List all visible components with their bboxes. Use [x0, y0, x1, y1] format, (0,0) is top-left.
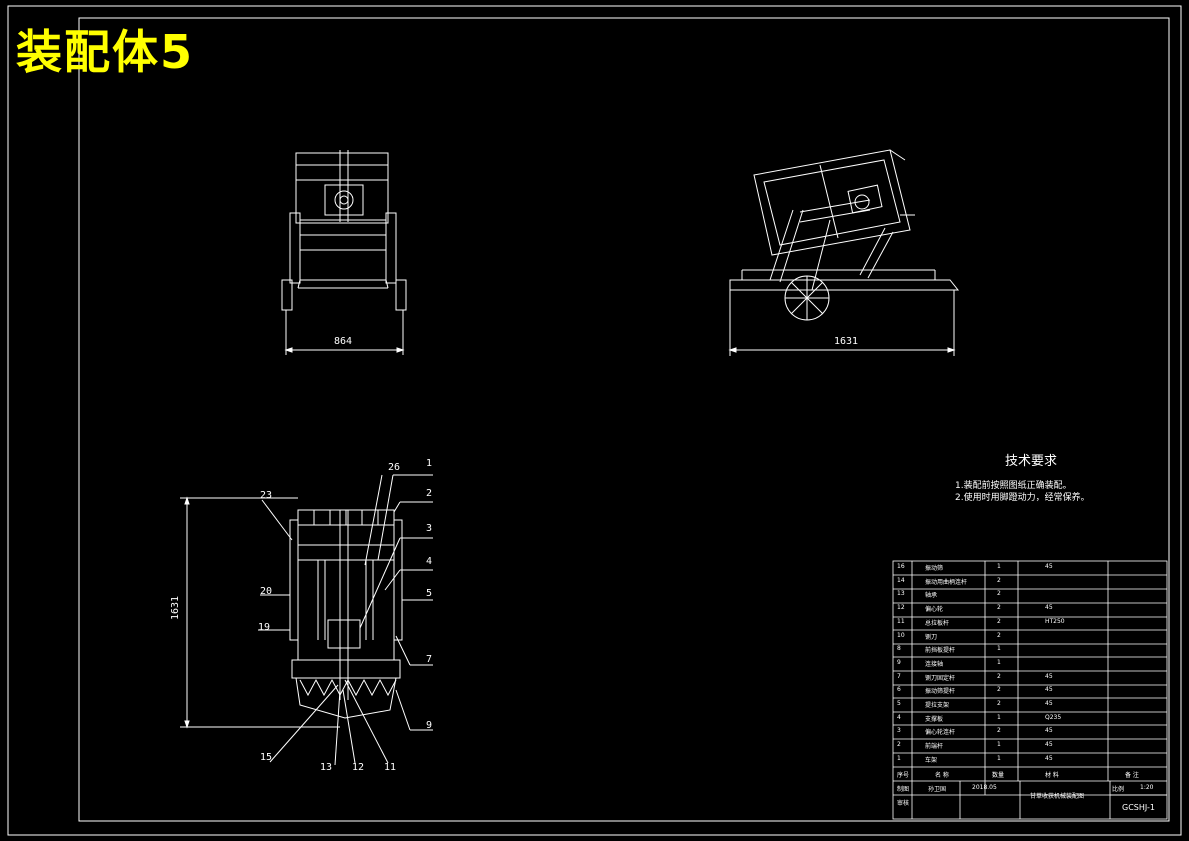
bom-cell: 45 — [1045, 741, 1053, 749]
bom-cell: 6 — [897, 686, 901, 694]
checker-label: 审核 — [897, 800, 910, 807]
leader-label: 5 — [426, 588, 433, 599]
bom-header-material: 材 料 — [1045, 772, 1059, 779]
leader-label: 19 — [258, 622, 271, 633]
bom-header-no: 序号 — [897, 772, 910, 779]
leader-label: 15 — [260, 752, 273, 763]
scale-value: 1:20 — [1140, 784, 1154, 791]
top-length-dim: 1631 — [170, 595, 181, 620]
tech-requirements-title: 技术要求 — [1005, 454, 1058, 469]
leader-label: 12 — [352, 762, 365, 773]
bom-cell: 前挡板提杆 — [925, 647, 956, 655]
drafter-label: 制图 — [897, 786, 910, 793]
bom-cell: 3 — [897, 727, 901, 735]
leader-label: 23 — [260, 490, 273, 501]
bom-cell: 2 — [997, 686, 1001, 694]
bom-cell: 45 — [1045, 727, 1053, 735]
drawing-title: 装配体5 — [16, 25, 195, 79]
bom-cell: 振动筛 — [925, 565, 944, 572]
bom-cell: 14 — [897, 576, 905, 584]
bom-cell: 4 — [897, 713, 901, 721]
tech-requirement-1: 1.装配前按照图纸正确装配。 — [955, 481, 1072, 491]
bom-cell: 铡刀 — [925, 633, 938, 641]
bom-cell: 2 — [997, 700, 1001, 707]
leader-label: 9 — [426, 720, 433, 731]
bom-cell: 45 — [1045, 700, 1053, 707]
bom-cell: 2 — [997, 576, 1001, 584]
bom-cell: Q235 — [1045, 713, 1062, 721]
bom-cell: 13 — [897, 590, 905, 598]
bom-cell: 轴承 — [925, 592, 938, 600]
bom-cell: 45 — [1045, 686, 1053, 694]
bom-cell: 1 — [997, 713, 1001, 721]
bom-header-remark: 备 注 — [1125, 772, 1139, 779]
leader-label: 2 — [426, 488, 433, 499]
leader-label: 4 — [426, 556, 433, 567]
bom-cell: 支撑板 — [925, 715, 944, 723]
bom-cell: 45 — [1045, 672, 1053, 680]
drawing-name: 甘草收获机械装配图 — [1030, 793, 1085, 800]
bom-cell: 振动用曲柄连杆 — [925, 578, 968, 586]
drafter-name: 孙卫国 — [928, 786, 947, 793]
side-length-dim: 1631 — [834, 336, 859, 347]
bom-cell: 45 — [1045, 563, 1053, 570]
leader-label: 3 — [426, 523, 433, 534]
bom-cell: 2 — [997, 727, 1001, 735]
front-view — [281, 150, 407, 355]
bom-cell: HT250 — [1045, 617, 1065, 625]
bom-cell: 12 — [897, 604, 905, 612]
bom-cell: 45 — [1045, 754, 1053, 762]
side-view — [728, 149, 960, 356]
bom-cell: 8 — [897, 645, 901, 653]
bom-cell: 2 — [897, 741, 901, 749]
bom-cell: 连接轴 — [925, 660, 944, 668]
drafter-date: 2018.05 — [972, 784, 997, 791]
bom-cell: 10 — [897, 631, 905, 639]
bom-cell: 16 — [897, 563, 905, 570]
leader-label: 7 — [426, 654, 433, 665]
bom-cell: 总拉板杆 — [925, 619, 950, 627]
scale-label: 比例 — [1112, 786, 1125, 793]
top-view — [180, 474, 433, 766]
bom-cell: 1 — [997, 645, 1001, 653]
bom-cell: 1 — [997, 658, 1001, 666]
bom-cell: 偏心轮连杆 — [925, 729, 956, 737]
bom-cell: 2 — [997, 590, 1001, 598]
bom-table-grid — [892, 560, 1168, 820]
drawing-code: GCSHJ-1 — [1122, 803, 1155, 812]
bom-cell: 提拉支架 — [925, 702, 950, 709]
bom-cell: 7 — [897, 672, 901, 680]
bom-header-name: 名 称 — [935, 772, 949, 779]
bom-cell: 1 — [997, 741, 1001, 749]
leader-label: 20 — [260, 586, 273, 597]
leader-label: 26 — [388, 462, 401, 473]
bom-cell: 2 — [997, 617, 1001, 625]
bom-cell: 1 — [997, 563, 1001, 570]
bom-cell: 45 — [1045, 604, 1053, 612]
bom-cell: 9 — [897, 658, 901, 666]
bom-cell: 11 — [897, 617, 905, 625]
leader-label: 1 — [426, 458, 433, 469]
bom-cell: 2 — [997, 672, 1001, 680]
bom-cell: 1 — [997, 754, 1001, 762]
bom-cell: 2 — [997, 631, 1001, 639]
bom-cell: 铡刀固定杆 — [925, 674, 956, 682]
tech-requirement-2: 2.使用时用脚蹬动力，经常保养。 — [955, 493, 1090, 503]
bom-cell: 前端杆 — [925, 743, 944, 751]
bom-cell: 5 — [897, 700, 901, 707]
front-width-dim: 864 — [334, 336, 353, 347]
bom-header-qty: 数量 — [992, 772, 1005, 779]
bom-cell: 偏心轮 — [925, 606, 944, 614]
leader-label: 11 — [384, 762, 397, 773]
bom-cell: 2 — [997, 604, 1001, 612]
bom-cell: 振动筛提杆 — [925, 688, 956, 696]
bom-cell: 车架 — [925, 756, 938, 764]
bom-cell: 1 — [897, 754, 901, 762]
leader-label: 13 — [320, 762, 333, 773]
